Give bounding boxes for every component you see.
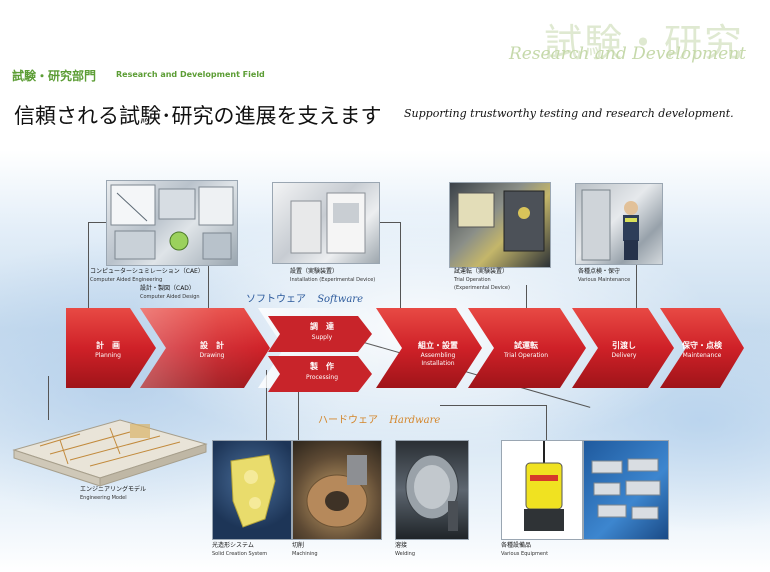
caption-equipment-jp: 各種設備品 <box>501 542 532 549</box>
welding-photo <box>395 440 469 540</box>
plant-model-icon <box>12 419 208 487</box>
trial-operation-photo <box>449 182 551 268</box>
caption-welding-jp: 溶接 <box>395 542 408 549</box>
connector-line <box>208 230 209 310</box>
equipment-photo <box>501 440 583 540</box>
stage-supply-en: Supply <box>311 334 333 341</box>
connector-line <box>546 405 547 445</box>
caption-equipment: 各種設備品 Various Equipment <box>501 542 548 558</box>
connector-line <box>88 222 89 310</box>
tagline: Supporting trustworthy testing and resea… <box>404 107 734 120</box>
headline: 信頼される試験･研究の進展を支えます <box>14 104 382 128</box>
control-panel-icon <box>457 190 545 252</box>
caption-installation-jp: 設置（実験装置） <box>290 268 339 275</box>
connector-line <box>298 376 299 440</box>
stage-maintenance-en: Maintenance <box>682 352 722 359</box>
worker-icon <box>581 189 639 261</box>
software-label: ソフトウェア Software <box>246 290 363 305</box>
caption-solid-jp: 光造形システム <box>212 542 254 549</box>
caption-machining-en: Machining <box>292 551 318 557</box>
caption-solid-en: Solid Creation System <box>212 551 268 557</box>
section-title-jp: 試験・研究部門 <box>12 69 97 83</box>
section-title-en: Research and Development Field <box>116 70 265 79</box>
connector-line <box>400 222 401 322</box>
software-label-jp: ソフトウェア <box>246 294 306 305</box>
stage-planning-arrow <box>66 308 156 388</box>
caption-trial-jp: 試運転（実験装置） <box>454 268 509 275</box>
caption-cad: 設計・製図（CAD） Computer Aided Design <box>140 285 200 301</box>
stage-delivery-jp: 引渡し <box>612 341 636 350</box>
hardware-label: ハードウェア Hardware <box>318 411 440 426</box>
connector-line <box>378 222 400 223</box>
stage-delivery-en: Delivery <box>611 352 637 359</box>
stage-drawing-jp: 設 計 <box>200 341 224 350</box>
caption-model-en: Engineering Model <box>80 495 127 501</box>
connector-line <box>266 370 267 440</box>
hardware-label-jp: ハードウェア <box>318 415 378 426</box>
machining-photo <box>292 440 382 540</box>
stage-processing-jp: 製 作 <box>310 362 334 371</box>
stage-planning-jp: 計 画 <box>96 341 120 350</box>
caption-equipment-en: Various Equipment <box>501 551 549 557</box>
machine-icon <box>290 192 366 254</box>
engineering-model-image <box>10 410 210 488</box>
caption-cae-en: Computer Aided Engineering <box>90 277 163 283</box>
installation-photo <box>272 182 380 264</box>
valve-parts-icon <box>591 458 661 520</box>
solid-creation-photo <box>212 440 292 540</box>
connector-line <box>526 285 527 325</box>
equipment-parts-photo <box>583 440 669 540</box>
hardware-label-en: Hardware <box>389 415 441 426</box>
stage-assembly-jp: 組立・設置 <box>418 341 458 350</box>
stage-delivery-arrow <box>572 308 674 388</box>
caption-machining-jp: 切削 <box>292 542 305 549</box>
watermark-title-jp: 試験・研究 <box>543 21 744 65</box>
caption-machining: 切削 Machining <box>292 542 318 558</box>
stage-planning-en: Planning <box>95 352 121 359</box>
caption-trial: 試運転（実験装置） Trial Operation (Experimental … <box>454 268 510 292</box>
stage-supply-jp: 調 達 <box>310 322 334 331</box>
lathe-icon <box>306 455 368 528</box>
stage-trial-arrow <box>468 308 586 388</box>
caption-cae: コンピューターシュミレーション（CAE） Computer Aided Engi… <box>90 268 204 284</box>
resin-model-icon <box>230 454 276 528</box>
caption-maintenance-en: Various Maintenance <box>578 277 631 283</box>
tank-icon <box>405 454 459 531</box>
caption-maintenance: 各種点検・保守 Various Maintenance <box>578 268 630 284</box>
caption-cad-jp: 設計・製図（CAD） <box>140 285 195 292</box>
pump-icon <box>524 441 564 531</box>
caption-cae-jp: コンピューターシュミレーション（CAE） <box>90 268 204 275</box>
caption-welding-en: Welding <box>395 551 416 557</box>
caption-installation-en: Installation (Experimental Device) <box>290 277 376 283</box>
stage-drawing-en: Drawing <box>199 352 225 359</box>
caption-cad-en: Computer Aided Design <box>140 294 200 300</box>
caption-trial-en2: (Experimental Device) <box>454 285 510 291</box>
stage-assembly-en: Assembling Installation <box>420 352 456 367</box>
caption-maintenance-jp: 各種点検・保守 <box>578 268 621 275</box>
caption-model: エンジニアリングモデル Engineering Model <box>80 486 146 502</box>
watermark-title-en: Research and Development <box>508 44 746 64</box>
stage-trial-en: Trial Operation <box>503 352 549 359</box>
cae-cad-screenshot <box>106 180 238 266</box>
caption-installation: 設置（実験装置） Installation (Experimental Devi… <box>290 268 375 284</box>
connector-line <box>48 376 49 420</box>
cad-drawing-icon <box>110 184 234 260</box>
maintenance-photo <box>575 183 663 265</box>
caption-welding: 溶接 Welding <box>395 542 415 558</box>
caption-trial-en1: Trial Operation <box>454 277 491 283</box>
connector-line <box>88 222 106 223</box>
stage-processing-en: Processing <box>305 374 339 381</box>
stage-maintenance-jp: 保守・点検 <box>682 341 722 350</box>
connector-line <box>440 405 546 406</box>
stage-assembly-arrow <box>376 308 482 388</box>
process-flow-arrow <box>66 308 744 392</box>
connector-line <box>636 240 637 325</box>
stage-maintenance-arrow <box>660 308 744 388</box>
caption-solid: 光造形システム Solid Creation System <box>212 542 267 558</box>
stage-trial-jp: 試運転 <box>514 341 538 350</box>
caption-model-jp: エンジニアリングモデル <box>80 486 147 493</box>
software-label-en: Software <box>317 294 363 305</box>
